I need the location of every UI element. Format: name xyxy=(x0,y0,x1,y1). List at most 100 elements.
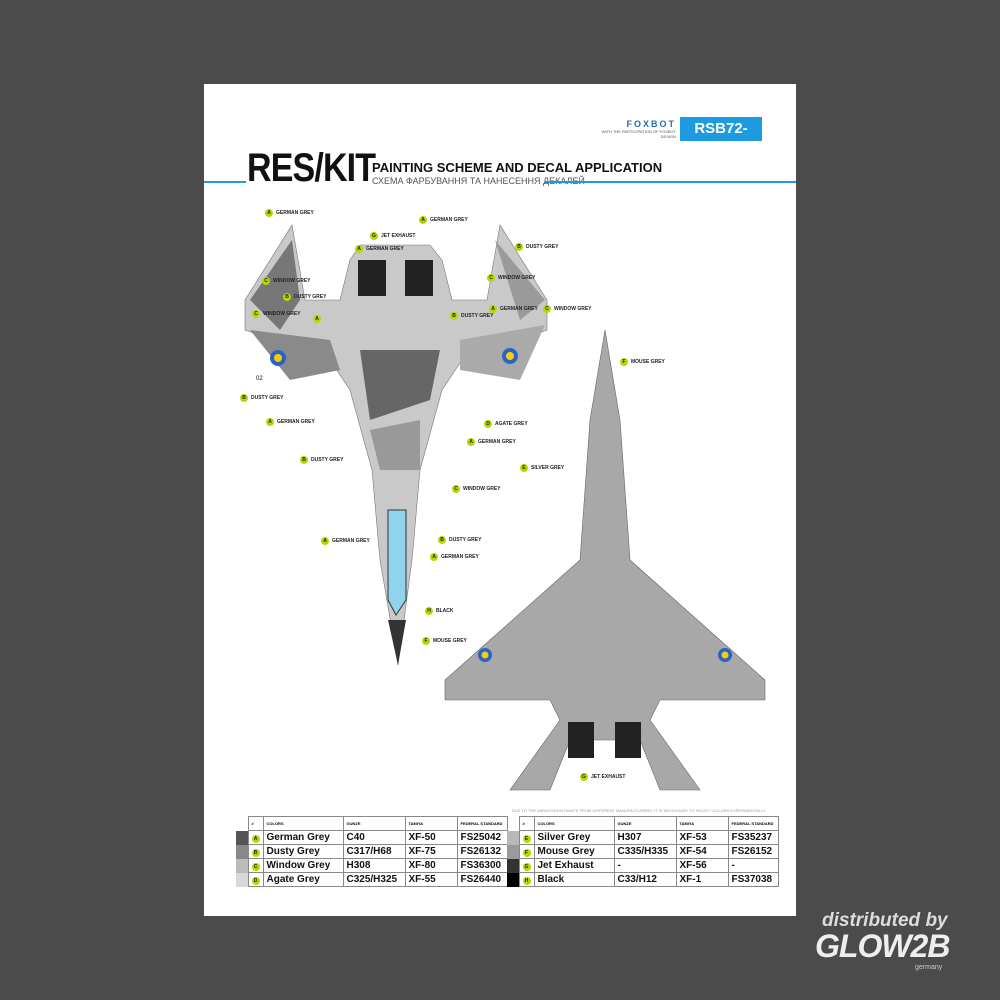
table-header: COLORS xyxy=(533,816,615,831)
color-letter-badge: F xyxy=(522,849,531,857)
color-letter-badge: C xyxy=(452,485,460,493)
fs-code: FS35237 xyxy=(727,830,779,845)
callout-label: DUSTY GREY xyxy=(294,294,327,300)
gunze-code: C335/H335 xyxy=(613,844,677,859)
color-swatch xyxy=(507,844,519,859)
color-swatch xyxy=(236,844,248,859)
callout-label: JET EXHAUST xyxy=(591,774,626,780)
color-letter-badge: A xyxy=(313,315,321,323)
callout-label: WINDOW GREY xyxy=(263,311,301,317)
gunze-code: H307 xyxy=(613,830,677,845)
table-header: TAMIYA xyxy=(675,816,729,831)
color-letter-badge: A xyxy=(430,553,438,561)
color-letter-badge: A xyxy=(265,209,273,217)
color-letter-badge: A xyxy=(419,216,427,224)
tail-number-text: 02 xyxy=(256,376,263,382)
reskit-logo: RES/KIT xyxy=(247,146,376,190)
watermark-line1: distributed by xyxy=(822,910,948,931)
callout-label: DUSTY GREY xyxy=(251,395,284,401)
header-rule-right xyxy=(545,181,796,183)
callout-label: SILVER GREY xyxy=(531,465,565,471)
color-letter-badge: E xyxy=(522,835,531,843)
color-swatch xyxy=(507,872,519,887)
color-swatch xyxy=(236,830,248,845)
color-letter-badge: E xyxy=(520,464,528,472)
callout-label: GERMAN GREY xyxy=(430,217,468,223)
product-code: RSB72-0005 xyxy=(680,117,762,161)
table-header: # xyxy=(247,816,264,831)
color-swatch xyxy=(507,858,519,873)
swatch-spacer xyxy=(507,817,519,831)
callout-label: GERMAN GREY xyxy=(366,246,404,252)
callout-label: GERMAN GREY xyxy=(478,439,516,445)
color-letter-badge: A xyxy=(355,245,363,253)
partner-note: WITH THE PARTICIPATION OF FOXBOT DESIGN xyxy=(601,129,676,139)
gunze-code: C40 xyxy=(342,830,406,845)
table-header: GUNZE xyxy=(342,816,406,831)
callout-label: MOUSE GREY xyxy=(433,638,467,644)
callout-label: GERMAN GREY xyxy=(276,210,314,216)
color-letter-badge: G xyxy=(580,773,588,781)
fs-code: FS26132 xyxy=(456,844,508,859)
callout-label: GERMAN GREY xyxy=(441,554,479,560)
top-view-camo-aircraft xyxy=(244,224,548,666)
callout-label: WINDOW GREY xyxy=(498,275,536,281)
color-letter-badge: C xyxy=(543,305,551,313)
paint-note: DUE TO THE VARIATION IN PAINTS FROM DIFF… xyxy=(512,808,767,813)
table-row: C Window Grey H308 XF-80 FS36300 xyxy=(236,858,508,873)
color-name: Mouse Grey xyxy=(533,844,615,859)
color-name: Jet Exhaust xyxy=(533,858,615,873)
color-letter-badge: H xyxy=(522,877,531,885)
color-letter-badge: B xyxy=(438,536,446,544)
color-letter-badge: B xyxy=(515,243,523,251)
color-letter-badge: D xyxy=(251,877,260,885)
swatch-spacer xyxy=(236,817,248,831)
tamiya-code: XF-50 xyxy=(404,830,458,845)
callout-label: GERMAN GREY xyxy=(277,419,315,425)
callout-label: DUSTY GREY xyxy=(449,537,482,543)
fs-code: FS25042 xyxy=(456,830,508,845)
table-row: D Agate Grey C325/H325 XF-55 FS26440 xyxy=(236,872,508,887)
color-name: Dusty Grey xyxy=(262,844,344,859)
color-letter-badge: C xyxy=(487,274,495,282)
color-letter-badge: B xyxy=(300,456,308,464)
callout-label: MOUSE GREY xyxy=(631,359,665,365)
color-letter-badge: F xyxy=(620,358,628,366)
table-header: FEDERAL STANDARD xyxy=(456,816,508,831)
color-letter-badge: A xyxy=(321,537,329,545)
color-letter-badge: C xyxy=(252,310,260,318)
table-row: E Silver Grey H307 XF-53 FS35237 xyxy=(507,830,779,845)
callout-label: WINDOW GREY xyxy=(554,306,592,312)
color-name: Agate Grey xyxy=(262,872,344,887)
callout-label: DUSTY GREY xyxy=(526,244,559,250)
callout-label: AGATE GREY xyxy=(495,421,528,427)
fs-code: FS37038 xyxy=(727,872,779,887)
color-callout: A xyxy=(313,315,324,323)
gunze-code: C33/H12 xyxy=(613,872,677,887)
bottom-view-grey-aircraft xyxy=(444,329,766,791)
table-header: # xyxy=(518,816,535,831)
table-header: FEDERAL STANDARD xyxy=(727,816,779,831)
callout-label: WINDOW GREY xyxy=(463,486,501,492)
fs-code: - xyxy=(727,858,779,873)
page-subtitle: СХЕМА ФАРБУВАННЯ ТА НАНЕСЕННЯ ДЕКАЛЕЙ xyxy=(372,176,585,186)
color-name: German Grey xyxy=(262,830,344,845)
